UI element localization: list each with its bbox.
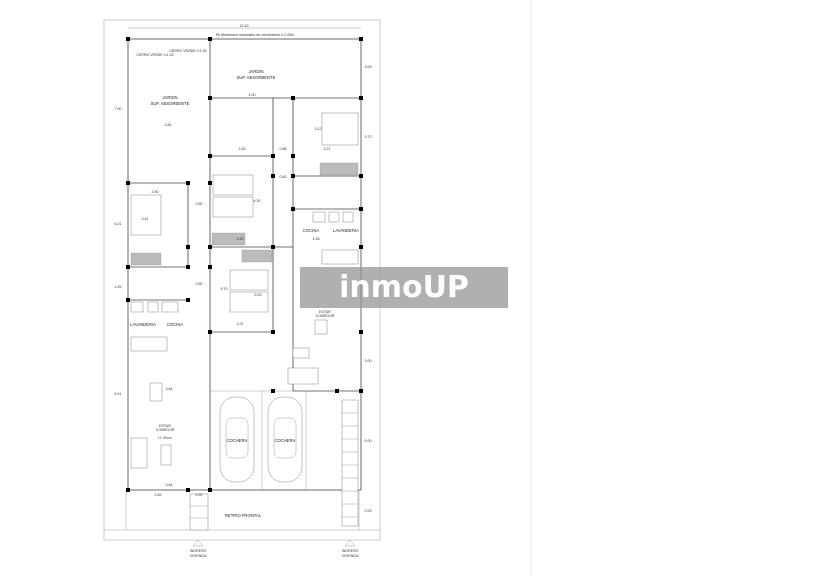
room-label-lavanderia-right: LAVANDERIA [333, 228, 359, 233]
dimension-label: 3.84 [166, 483, 173, 487]
labels: CERRO VERDE h:1.00 CERRO VERDE h:1.50 JA… [130, 49, 359, 518]
dimensions: 4.00 3.84 7.00 3.00 3.72 3.12 3.30 0.88 … [115, 65, 372, 513]
room-label-estar-right: ESTAR [319, 310, 331, 314]
dimension-label: 2.82 [155, 493, 162, 497]
entry-label: VIVIENDA [190, 554, 207, 558]
room-label-cochera-1: COCHERA [227, 438, 248, 443]
watermark-text: inmoUP [339, 270, 469, 305]
entry-marker-2: INGRESO VIVIENDA [342, 539, 359, 558]
dimension-label: 4.30 [254, 199, 261, 203]
dimension-label: 5.70 [221, 287, 228, 291]
dimension-label: 4.30 [237, 237, 244, 241]
dimension-label: 0.80 [196, 282, 203, 286]
dimension-label: 4.38 [313, 237, 320, 241]
room-label-estar-left: ESTAR [159, 424, 171, 428]
stairs-right [341, 399, 359, 527]
entry-arrow-icon [344, 539, 356, 547]
room-label-comedor-left: COMEDOR [156, 428, 175, 432]
dimension-label: 3.21 [237, 322, 244, 326]
entry-label: VIVIENDA [342, 554, 359, 558]
fence-label-2: CERRO VERDE h:1.00 [136, 53, 173, 57]
closets [130, 162, 359, 266]
stairs-left [189, 493, 209, 531]
dimension-label: 3.72 [365, 135, 372, 139]
room-label-retiro: RETIRO FRONTAL [225, 513, 262, 518]
top-dimension: 12.00 Pb Medianero separador de cerramie… [128, 24, 361, 37]
room-label-comedor-right: COMEDOR [316, 314, 335, 318]
room-label-cocina-right: COCINA [303, 228, 319, 233]
entry-arrow-icon [192, 539, 204, 547]
garden-label-2: JARDIN [162, 95, 177, 100]
beds [130, 112, 359, 313]
dimension-label: 8.41 [115, 392, 122, 396]
height-note: H: 30cm [158, 436, 171, 440]
dimension-label: 3.41 [142, 217, 149, 221]
dimension-label: 3.00 [365, 359, 372, 363]
car-2 [267, 396, 303, 483]
dimension-label: 0.80 [196, 202, 203, 206]
dimension-label: 0.92 [196, 493, 203, 497]
dimension-label: 2.80 [152, 190, 159, 194]
dimension-label: 5.00 [255, 293, 262, 297]
dimension-label: 0.80 [280, 175, 287, 179]
dimension-label: 7.00 [115, 107, 122, 111]
fence-label-1: CERRO VERDE h:1.50 [169, 49, 206, 53]
dimension-label: 6.21 [115, 222, 122, 226]
room-label-lavanderia-left: LAVANDERIA [130, 322, 156, 327]
walls [104, 38, 380, 531]
entry-marker-1: INGRESO VIVIENDA [190, 539, 207, 558]
garden-sub-2: SUP. ABSORBENTE [151, 101, 190, 106]
garden-label-1: JARDIN [248, 69, 263, 74]
dimension-label: 3.12 [315, 127, 322, 131]
dimension-label: 5.00 [365, 439, 372, 443]
furniture [130, 211, 359, 469]
entry-label: INGRESO [342, 549, 359, 553]
dimension-label: 3.00 [365, 65, 372, 69]
room-label-cochera-2: COCHERA [275, 438, 296, 443]
dimension-label: 4.00 [249, 93, 256, 97]
overall-width-label: 12.00 [240, 24, 249, 28]
dimension-label: 3.84 [166, 387, 173, 391]
entry-label: INGRESO [190, 549, 207, 553]
dimension-label: 3.21 [324, 147, 331, 151]
dimension-label: 3.30 [239, 147, 246, 151]
car-1 [219, 396, 255, 483]
dimension-label: 2.00 [365, 509, 372, 513]
dimension-label: 1.59 [115, 285, 122, 289]
structural-columns [126, 37, 363, 492]
room-label-cocina-left: COCINA [167, 322, 183, 327]
garden-sub-1: SUP. ABSORBENTE [237, 75, 276, 80]
watermark-logo: inmoUP [300, 267, 508, 308]
boundary-note: Pb Medianero separador de cerramiento h:… [216, 33, 295, 37]
dimension-label: 0.88 [280, 147, 287, 151]
dimension-label: 3.84 [165, 123, 172, 127]
